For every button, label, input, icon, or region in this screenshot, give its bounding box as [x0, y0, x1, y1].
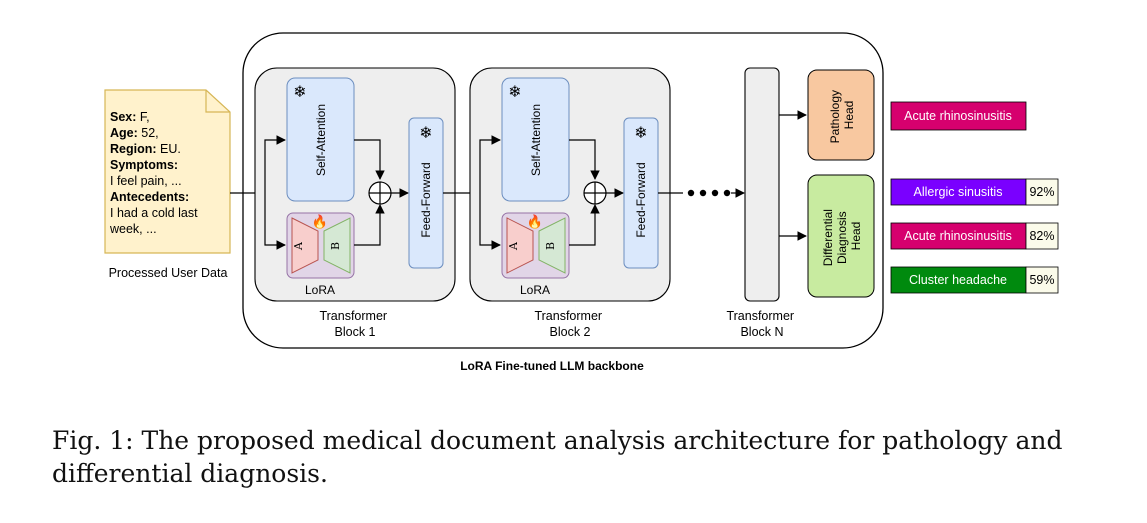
fire-icon: 🔥: [527, 214, 543, 229]
pathology-output-label: Acute rhinosinusitis: [904, 109, 1012, 123]
transformer-block-2: ❄ Self-Attention A B 🔥 LoRA ❄ Feed-Forwa…: [469, 67, 671, 339]
feed-forward-box: ❄ Feed-Forward: [623, 117, 659, 269]
snowflake-icon: ❄: [419, 125, 432, 142]
lora-a-label: A: [292, 241, 305, 251]
lora-b-label: B: [544, 242, 557, 250]
differential-diagnosis-head: Differential Diagnosis Head: [807, 174, 875, 298]
lora-label: LoRA: [305, 283, 335, 297]
snowflake-icon: ❄: [634, 125, 647, 142]
pathology-head-label: Pathology Head: [828, 87, 856, 144]
differential-label: Acute rhinosinusitis: [904, 229, 1012, 243]
lora-label: LoRA: [520, 283, 550, 297]
feed-forward-label: Feed-Forward: [634, 162, 648, 237]
self-attention-label: Self-Attention: [529, 104, 543, 176]
lora-a-label: A: [507, 241, 520, 251]
snowflake-icon: ❄: [293, 84, 306, 101]
lora-module: A B 🔥 LoRA: [286, 212, 355, 297]
snowflake-icon: ❄: [508, 84, 521, 101]
differential-score: 59%: [1029, 273, 1054, 287]
differential-score: 82%: [1029, 229, 1054, 243]
user-data-caption: Processed User Data: [109, 266, 228, 280]
differential-output-1: Allergic sinusitis 92%: [890, 178, 1059, 206]
sum-node: [583, 181, 607, 205]
self-attention-box: ❄ Self-Attention: [286, 77, 355, 202]
differential-score: 92%: [1029, 185, 1054, 199]
block-name-1: Transformer Block 1: [319, 309, 390, 339]
ellipsis-dots: [687, 189, 731, 197]
figure-caption: Fig. 1: The proposed medical document an…: [52, 426, 1063, 488]
backbone-label: LoRA Fine-tuned LLM backbone: [460, 359, 644, 373]
transformer-block-1: ❄ Self-Attention A B 🔥 LoRA ❄ Feed-Forwa…: [254, 67, 456, 339]
pathology-head: Pathology Head: [807, 69, 875, 161]
block-name-n: Transformer Block N: [726, 309, 797, 339]
user-data-text: Sex: F, Age: 52, Region: EU. Symptoms: I…: [109, 110, 201, 236]
self-attention-label: Self-Attention: [314, 104, 328, 176]
sum-node: [368, 181, 392, 205]
lora-module: A B 🔥 LoRA: [501, 212, 570, 297]
transformer-block-n: Transformer Block N: [726, 67, 797, 339]
block-name-2: Transformer Block 2: [534, 309, 605, 339]
pathology-output: Acute rhinosinusitis: [890, 101, 1027, 131]
user-data-document: Sex: F, Age: 52, Region: EU. Symptoms: I…: [104, 89, 231, 280]
differential-label: Allergic sinusitis: [914, 185, 1003, 199]
differential-output-3: Cluster headache 59%: [890, 266, 1059, 294]
fire-icon: 🔥: [312, 214, 328, 229]
lora-b-label: B: [329, 242, 342, 250]
differential-head-label: Differential Diagnosis Head: [821, 206, 863, 266]
feed-forward-label: Feed-Forward: [419, 162, 433, 237]
feed-forward-box: ❄ Feed-Forward: [408, 117, 444, 269]
differential-label: Cluster headache: [909, 273, 1007, 287]
self-attention-box: ❄ Self-Attention: [501, 77, 570, 202]
differential-output-2: Acute rhinosinusitis 82%: [890, 222, 1059, 250]
